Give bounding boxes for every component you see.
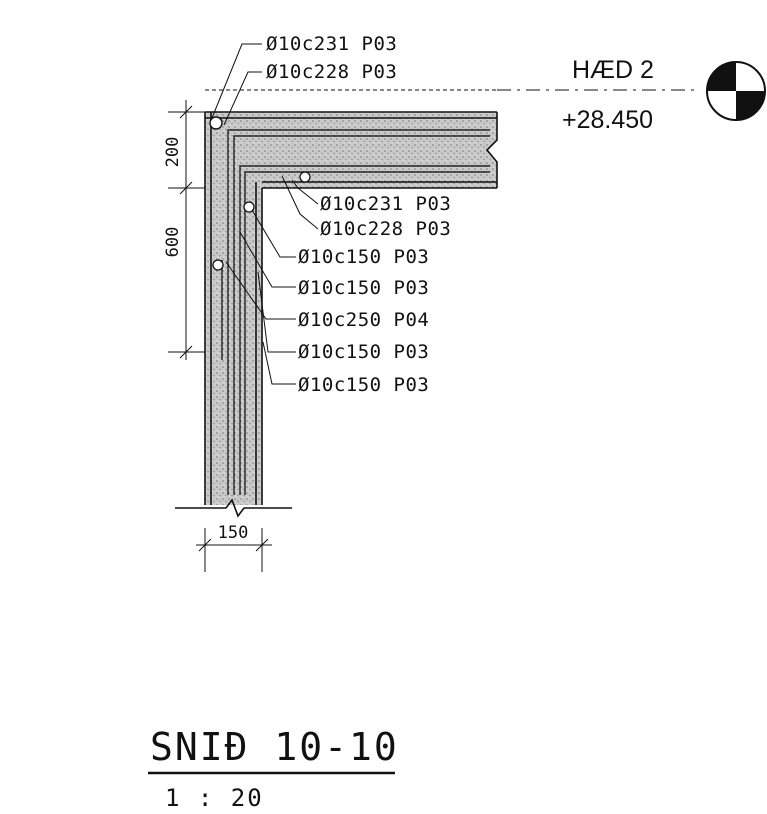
level-target-icon: [706, 61, 766, 121]
slab-bar-circle: [299, 171, 311, 183]
rebar-label: Ø10c250 P04: [298, 309, 429, 331]
rebar-label: Ø10c150 P03: [298, 246, 429, 268]
level-name: HÆD 2: [572, 56, 654, 84]
rebar-label: Ø10c150 P03: [298, 374, 429, 396]
rebar-label: Ø10c150 P03: [298, 341, 429, 363]
section-title-block: SNIÐ 10-10 1 : 20: [148, 725, 399, 812]
horizontal-dimension: 150: [196, 523, 272, 572]
level-marker: HÆD 2 +28.450: [562, 56, 766, 134]
corner-bar-circle: [209, 116, 223, 130]
wall-bar-circle: [243, 201, 255, 213]
section-scale: 1 : 20: [165, 784, 264, 812]
leader-lines: [211, 43, 319, 385]
rebar-label: Ø10c231 P03: [320, 193, 451, 215]
wall-bar-circle: [212, 259, 224, 271]
level-elevation: +28.450: [562, 106, 653, 134]
rebar-label: Ø10c231 P03: [266, 33, 397, 55]
rebar-lines: [209, 116, 490, 495]
concrete-section: [175, 89, 700, 518]
wall-height-dimension: 600: [163, 227, 183, 258]
wall-thickness-dimension: 150: [218, 523, 249, 543]
slab-depth-dimension: 200: [163, 137, 183, 168]
rebar-label: Ø10c228 P03: [266, 61, 397, 83]
rebar-labels: Ø10c231 P03 Ø10c228 P03 Ø10c231 P03 Ø10c…: [266, 33, 451, 396]
rebar-label: Ø10c228 P03: [320, 218, 451, 240]
rebar-label: Ø10c150 P03: [298, 277, 429, 299]
vertical-dimension: 200 600: [163, 100, 205, 360]
section-title: SNIÐ 10-10: [150, 725, 399, 769]
